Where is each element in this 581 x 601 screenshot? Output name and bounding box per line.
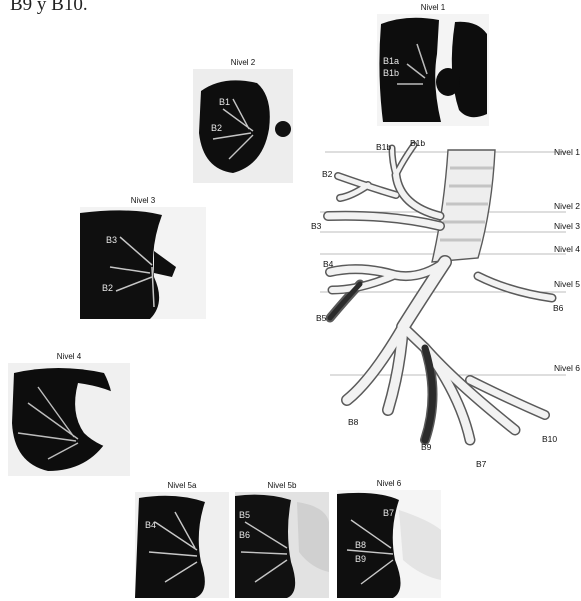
segment-label-b5: B5: [316, 313, 327, 323]
level-label-5: Nivel 5: [554, 279, 580, 289]
segment-label-b10: B10: [542, 434, 557, 444]
segment-label-b2: B2: [322, 169, 333, 179]
segment-label-b8: B8: [348, 417, 359, 427]
segment-label-b1b-right: B1b: [410, 138, 425, 148]
segment-label-b7: B7: [476, 459, 487, 469]
segment-label-b3: B3: [311, 221, 322, 231]
segment-labels: B1b B1b B2 B3 B4 B5 B6 B8 B9 B7 B10: [311, 138, 564, 469]
level-label-3: Nivel 3: [554, 221, 580, 231]
segment-label-b9: B9: [421, 442, 432, 452]
segment-label-b1b-left: B1b: [376, 142, 391, 152]
level-label-2: Nivel 2: [554, 201, 580, 211]
segment-label-b6: B6: [553, 303, 564, 313]
level-label-6: Nivel 6: [554, 363, 580, 373]
level-label-1: Nivel 1: [554, 147, 580, 157]
level-labels: Nivel 1 Nivel 2 Nivel 3 Nivel 4 Nivel 5 …: [554, 147, 580, 373]
level-label-4: Nivel 4: [554, 244, 580, 254]
segment-label-b4: B4: [323, 259, 334, 269]
